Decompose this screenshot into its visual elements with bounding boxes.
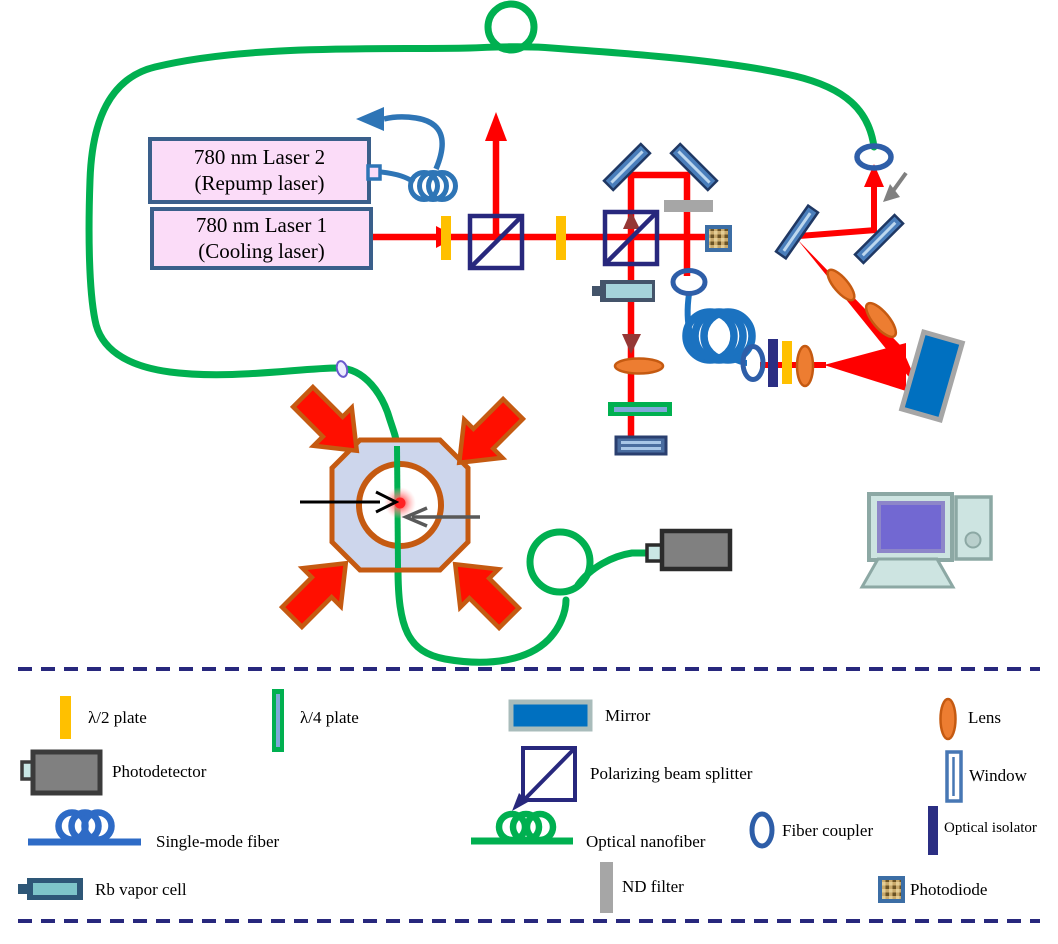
rb-vapor-cell-icon (18, 878, 83, 900)
fiber-coupler-out (740, 344, 766, 382)
coupling-annotation-arrow (883, 171, 908, 202)
fiber-coupler-icon (749, 811, 775, 849)
fiber-loop-bottom (526, 528, 594, 596)
expanding-beam (824, 343, 906, 391)
fiber-launch-arrow (864, 164, 884, 187)
legend-label-lens: Lens (968, 708, 1002, 727)
nanofiber-path (85, 0, 878, 666)
lens-3 (826, 268, 856, 302)
mot-beam-arrow-nw (289, 383, 360, 454)
steering-mirror-2 (669, 142, 719, 192)
maroon-arrow-up (623, 211, 640, 229)
photodiode (705, 225, 732, 252)
quarter-wave-plate-icon (272, 689, 284, 752)
window-icon (945, 750, 963, 803)
legend-label-photodetector: Photodetector (112, 762, 207, 781)
laser2-box (148, 137, 382, 204)
fiber-splice-marker (335, 360, 349, 378)
optical-isolator (768, 339, 778, 387)
mot-beam-arrow-ne (456, 395, 527, 466)
sas-quarter-wave-plate (608, 402, 672, 416)
single-mode-fiber-icon (28, 809, 141, 846)
optical-isolator-icon (928, 806, 938, 855)
laser2-output-port (366, 164, 382, 181)
mot-beam-arrows (278, 383, 527, 632)
sas-lens (613, 357, 665, 375)
photodiode-icon (878, 876, 905, 903)
polarizing-beam-splitter-icon (512, 746, 577, 811)
legend-label-quarter-wave: λ/4 plate (300, 708, 359, 727)
laser1-line2: (Cooling laser) (198, 239, 325, 263)
laser1-label: 780 nm Laser 1 (Cooling laser) (152, 211, 371, 267)
launch-mirror-1 (774, 203, 820, 261)
delivery-fiber-coil (682, 308, 756, 364)
launch-mirror-2 (853, 213, 905, 265)
nanofiber-input-coupler (854, 143, 894, 171)
pbs-2 (602, 209, 660, 267)
photodetector-icon (20, 749, 103, 796)
lens-2 (864, 301, 898, 339)
legend-label-window: Window (969, 766, 1027, 785)
pc-tower (954, 495, 993, 561)
legend-label-photodiode: Photodiode (910, 880, 988, 899)
fiber-coupler-in (670, 268, 708, 296)
repump-out-arrowhead (356, 107, 384, 131)
mot-beam-arrow-se (452, 561, 523, 632)
repump-out-arrow-curve (383, 114, 445, 171)
steering-mirror-1 (602, 142, 652, 192)
fiber-loop-top (484, 0, 538, 54)
laser1-box (150, 207, 373, 270)
monitor-screen (881, 505, 941, 549)
nanofiber-icon (471, 810, 573, 845)
nd-filter-icon (600, 862, 613, 913)
lens-1 (795, 344, 815, 388)
legend-label-pbs: Polarizing beam splitter (590, 764, 753, 783)
half-wave-plate-2 (556, 216, 566, 260)
half-wave-plate-icon (60, 696, 71, 739)
laser2-label: 780 nm Laser 2 (Repump laser) (150, 141, 369, 201)
up-beam-arrow (485, 112, 507, 141)
rb-vapor-cell (592, 280, 655, 302)
legend-label-mirror: Mirror (605, 706, 651, 725)
nd-filter (664, 200, 713, 212)
laser2-line1: 780 nm Laser 2 (193, 145, 326, 170)
repump-fiber (380, 114, 458, 202)
pbs-1 (467, 213, 525, 271)
big-mirror (898, 328, 966, 424)
legend-label-smf: Single-mode fiber (156, 832, 280, 851)
fiber-photodetector (645, 528, 733, 572)
pc-tower-button (964, 531, 982, 549)
laser1-line1: 780 nm Laser 1 (195, 213, 328, 238)
maroon-arrow-down (622, 334, 641, 354)
half-wave-plate-1 (441, 216, 451, 260)
legend-label-half-wave: λ/2 plate (88, 708, 147, 727)
sas-retro-mirror (614, 435, 668, 456)
atom-cloud (394, 497, 406, 509)
mot-beam-arrow-sw (278, 560, 349, 631)
legend-label-coupler: Fiber coupler (782, 821, 874, 840)
nanofiber-pointer-arrow (401, 506, 480, 528)
atom-cloud-pointer-arrow (300, 490, 400, 514)
mirror-icon (508, 699, 593, 732)
lens-icon (939, 697, 957, 741)
computer (859, 492, 993, 589)
legend-label-nd-filter: ND filter (622, 877, 684, 896)
laser2-line2: (Repump laser) (194, 171, 325, 195)
legend-label-isolator: Optical isolator (944, 820, 1037, 836)
legend-label-nanofiber: Optical nanofiber (586, 832, 706, 851)
legend-label-rb-cell: Rb vapor cell (95, 880, 187, 899)
half-wave-plate-3 (782, 341, 792, 384)
keyboard (859, 557, 956, 589)
